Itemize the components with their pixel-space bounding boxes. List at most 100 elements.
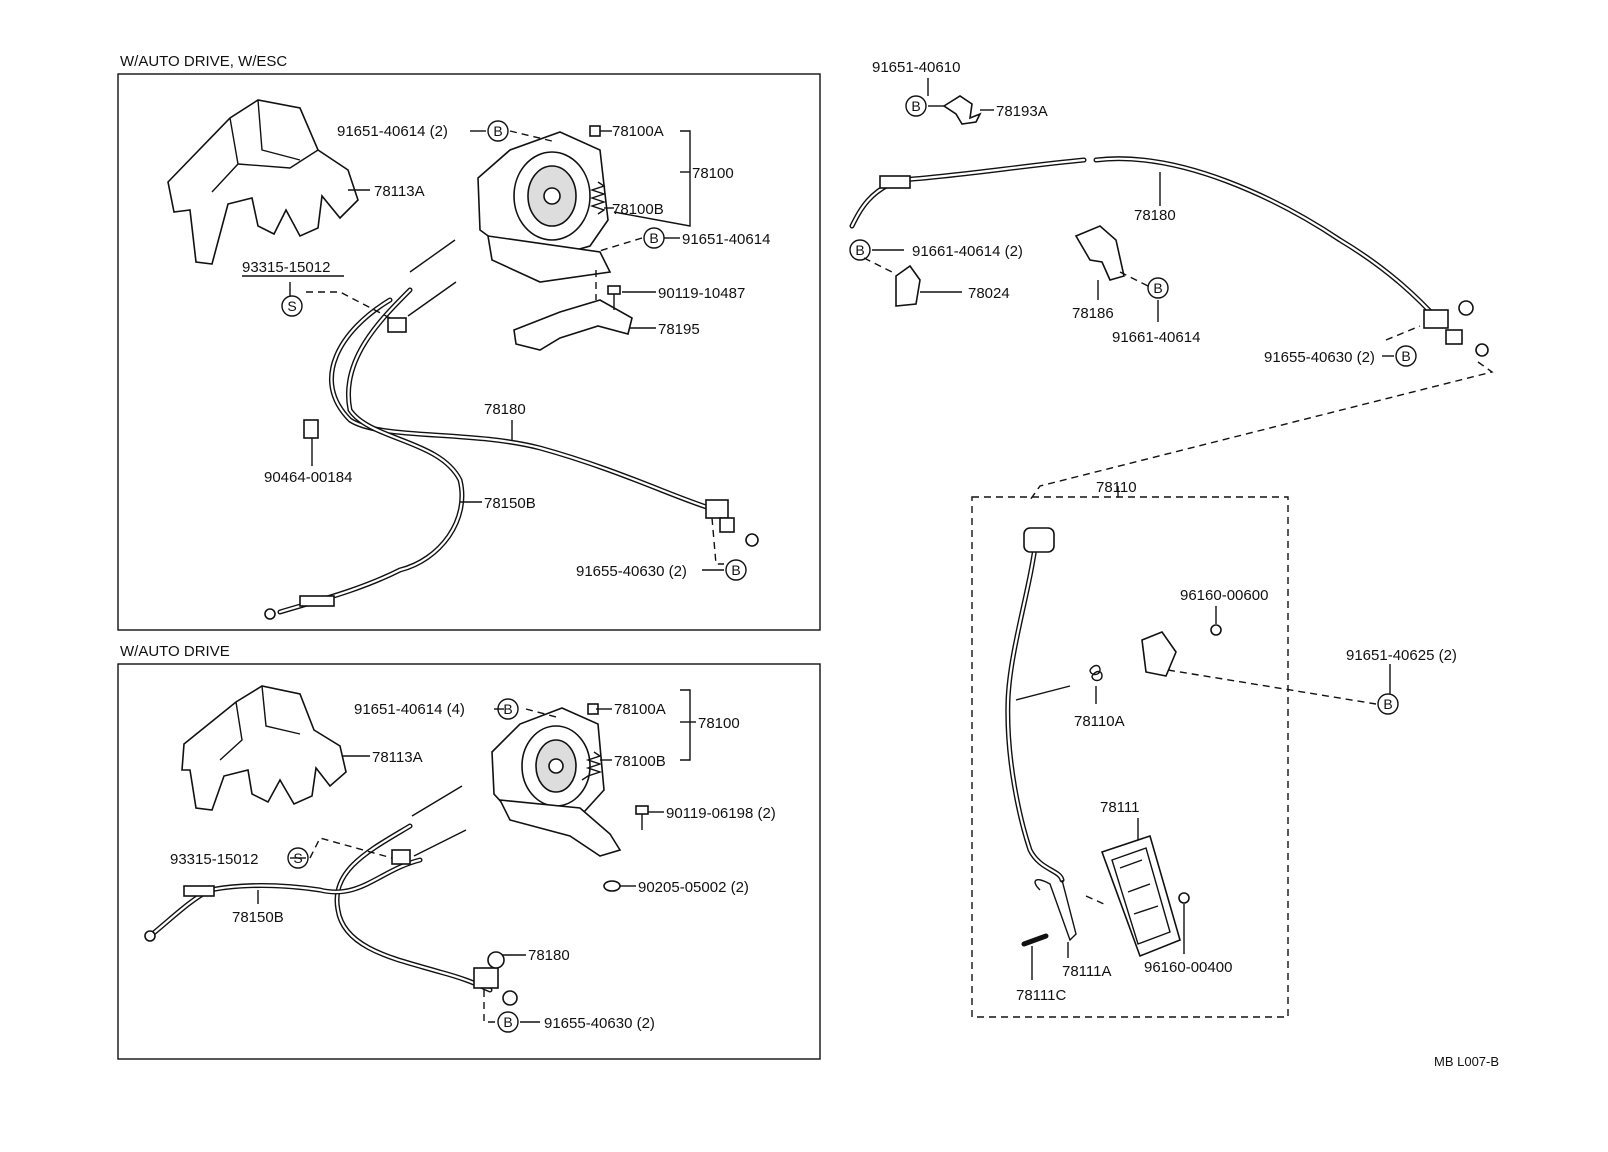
bracket-78193a [942, 95, 982, 125]
label-91655-40630-2-bottom: 91655-40630 (2) [544, 1015, 655, 1032]
label-78110: 78110 [1096, 479, 1137, 496]
spring-78100b-top [589, 181, 607, 215]
svg-text:B: B [649, 230, 658, 246]
nut-96160-00600 [1210, 624, 1222, 636]
section-title-top: W/AUTO DRIVE, W/ESC [120, 53, 287, 70]
bolt-symbol [487, 120, 509, 142]
label-90119-10487: 90119-10487 [658, 285, 745, 302]
svg-text:B: B [1383, 696, 1392, 712]
label-96160-00400: 96160-00400 [1144, 959, 1232, 976]
nut-96160-00400 [1178, 892, 1190, 904]
label-78100a: 78100A [612, 123, 664, 140]
actuator-78100-bottom [491, 707, 622, 857]
cover-78113a-bottom [181, 685, 347, 811]
label-96160-00600: 96160-00600 [1180, 587, 1268, 604]
label-78113a: 78113A [374, 183, 425, 200]
bracket-78186 [1074, 225, 1125, 281]
label-78150b: 78150B [484, 495, 536, 512]
svg-text:B: B [731, 562, 740, 578]
label-78186: 78186 [1072, 305, 1114, 322]
lever-shaft [1015, 685, 1071, 701]
label-93315-15012-bottom: 93315-15012 [170, 851, 258, 868]
label-91651-40614-4: 91651-40614 (4) [354, 701, 465, 718]
cable-end-top [705, 499, 759, 547]
bracket-78024 [895, 264, 921, 307]
cable-end-78150b-top [264, 595, 335, 620]
label-78180-bottom: 78180 [528, 947, 570, 964]
label-91661-40614-2: 91661-40614 (2) [912, 243, 1023, 260]
cable-78180-right [1093, 156, 1443, 325]
label-91651-40625-2: 91651-40625 (2) [1346, 647, 1457, 664]
bolt-symbol [849, 239, 871, 261]
svg-text:B: B [503, 1014, 512, 1030]
spring-78110a [1089, 664, 1103, 704]
pin-78111c [1021, 933, 1049, 947]
label-91661-40614: 91661-40614 [1112, 329, 1200, 346]
cable-end-bottom [473, 951, 518, 1006]
label-78180-right: 78180 [1134, 207, 1176, 224]
bolt-symbol [643, 227, 665, 249]
cable-end-right [1423, 300, 1489, 357]
label-91655-40630-2-right: 91655-40630 (2) [1264, 349, 1375, 366]
cable-78150b-bottom [147, 857, 423, 939]
screw-symbol [281, 295, 303, 317]
drawing-code: MB L007-B [1434, 1054, 1499, 1069]
label-90205-05002-2: 90205-05002 (2) [638, 879, 749, 896]
cable-end-78150b-bottom [144, 885, 215, 942]
pedal-pad-78111 [1100, 834, 1181, 958]
label-91655-40630-2: 91655-40630 (2) [576, 563, 687, 580]
pedal-lever [1005, 537, 1065, 883]
section-frame-bottom [117, 663, 821, 1060]
label-93315-15012: 93315-15012 [242, 259, 330, 276]
clip-90464-00184 [303, 419, 319, 439]
section-frame-top [117, 73, 821, 631]
stopper-bracket [1141, 631, 1177, 677]
label-78100a-bottom: 78100A [614, 701, 666, 718]
label-78150b-bottom: 78150B [232, 909, 284, 926]
label-78111c: 78111C [1016, 987, 1066, 1004]
label-78180: 78180 [484, 401, 526, 418]
label-78100b-bottom: 78100B [614, 753, 666, 770]
bracket-78195 [513, 299, 633, 351]
label-78110a: 78110A [1074, 713, 1125, 730]
bolt-symbol [1147, 277, 1169, 299]
svg-text:B: B [1401, 348, 1410, 364]
label-78111: 78111 [1100, 799, 1140, 816]
nut-90205-05002 [603, 880, 621, 892]
cable-78150b-top [277, 287, 465, 615]
label-91651-40614: 91651-40614 [682, 231, 770, 248]
spring-78111a [1034, 879, 1077, 942]
label-78193a: 78193A [996, 103, 1048, 120]
spring-78100b-bottom [581, 751, 603, 781]
label-91651-40610: 91651-40610 [872, 59, 960, 76]
bolt-symbol [497, 698, 519, 720]
label-78100b: 78100B [612, 201, 664, 218]
pedal-assembly-frame [971, 496, 1289, 1018]
section-title-bottom: W/AUTO DRIVE [120, 643, 230, 660]
label-78100: 78100 [692, 165, 734, 182]
screw-symbol [287, 847, 309, 869]
cap-78100a-top [589, 125, 601, 137]
cable-clamp-top [387, 317, 407, 333]
label-78100-bottom: 78100 [698, 715, 740, 732]
svg-text:S: S [293, 850, 302, 866]
lever-bushing [1023, 527, 1055, 553]
svg-text:S: S [287, 298, 296, 314]
bolt-symbol [725, 559, 747, 581]
label-78024: 78024 [968, 285, 1010, 302]
label-90119-06198-2: 90119-06198 (2) [666, 805, 776, 822]
svg-text:B: B [503, 701, 512, 717]
label-91651-40614-2: 91651-40614 (2) [337, 123, 448, 140]
svg-text:B: B [493, 123, 502, 139]
label-78195: 78195 [658, 321, 700, 338]
bolt-90119-10487 [607, 285, 621, 310]
bolt-symbol [905, 95, 927, 117]
label-78113a-bottom: 78113A [372, 749, 423, 766]
label-78111a: 78111A [1062, 963, 1112, 980]
cable-clamp-bottom [391, 849, 411, 865]
svg-text:B: B [911, 98, 920, 114]
label-90464-00184: 90464-00184 [264, 469, 352, 486]
svg-text:B: B [1153, 280, 1162, 296]
actuator-78100-top [477, 131, 612, 283]
